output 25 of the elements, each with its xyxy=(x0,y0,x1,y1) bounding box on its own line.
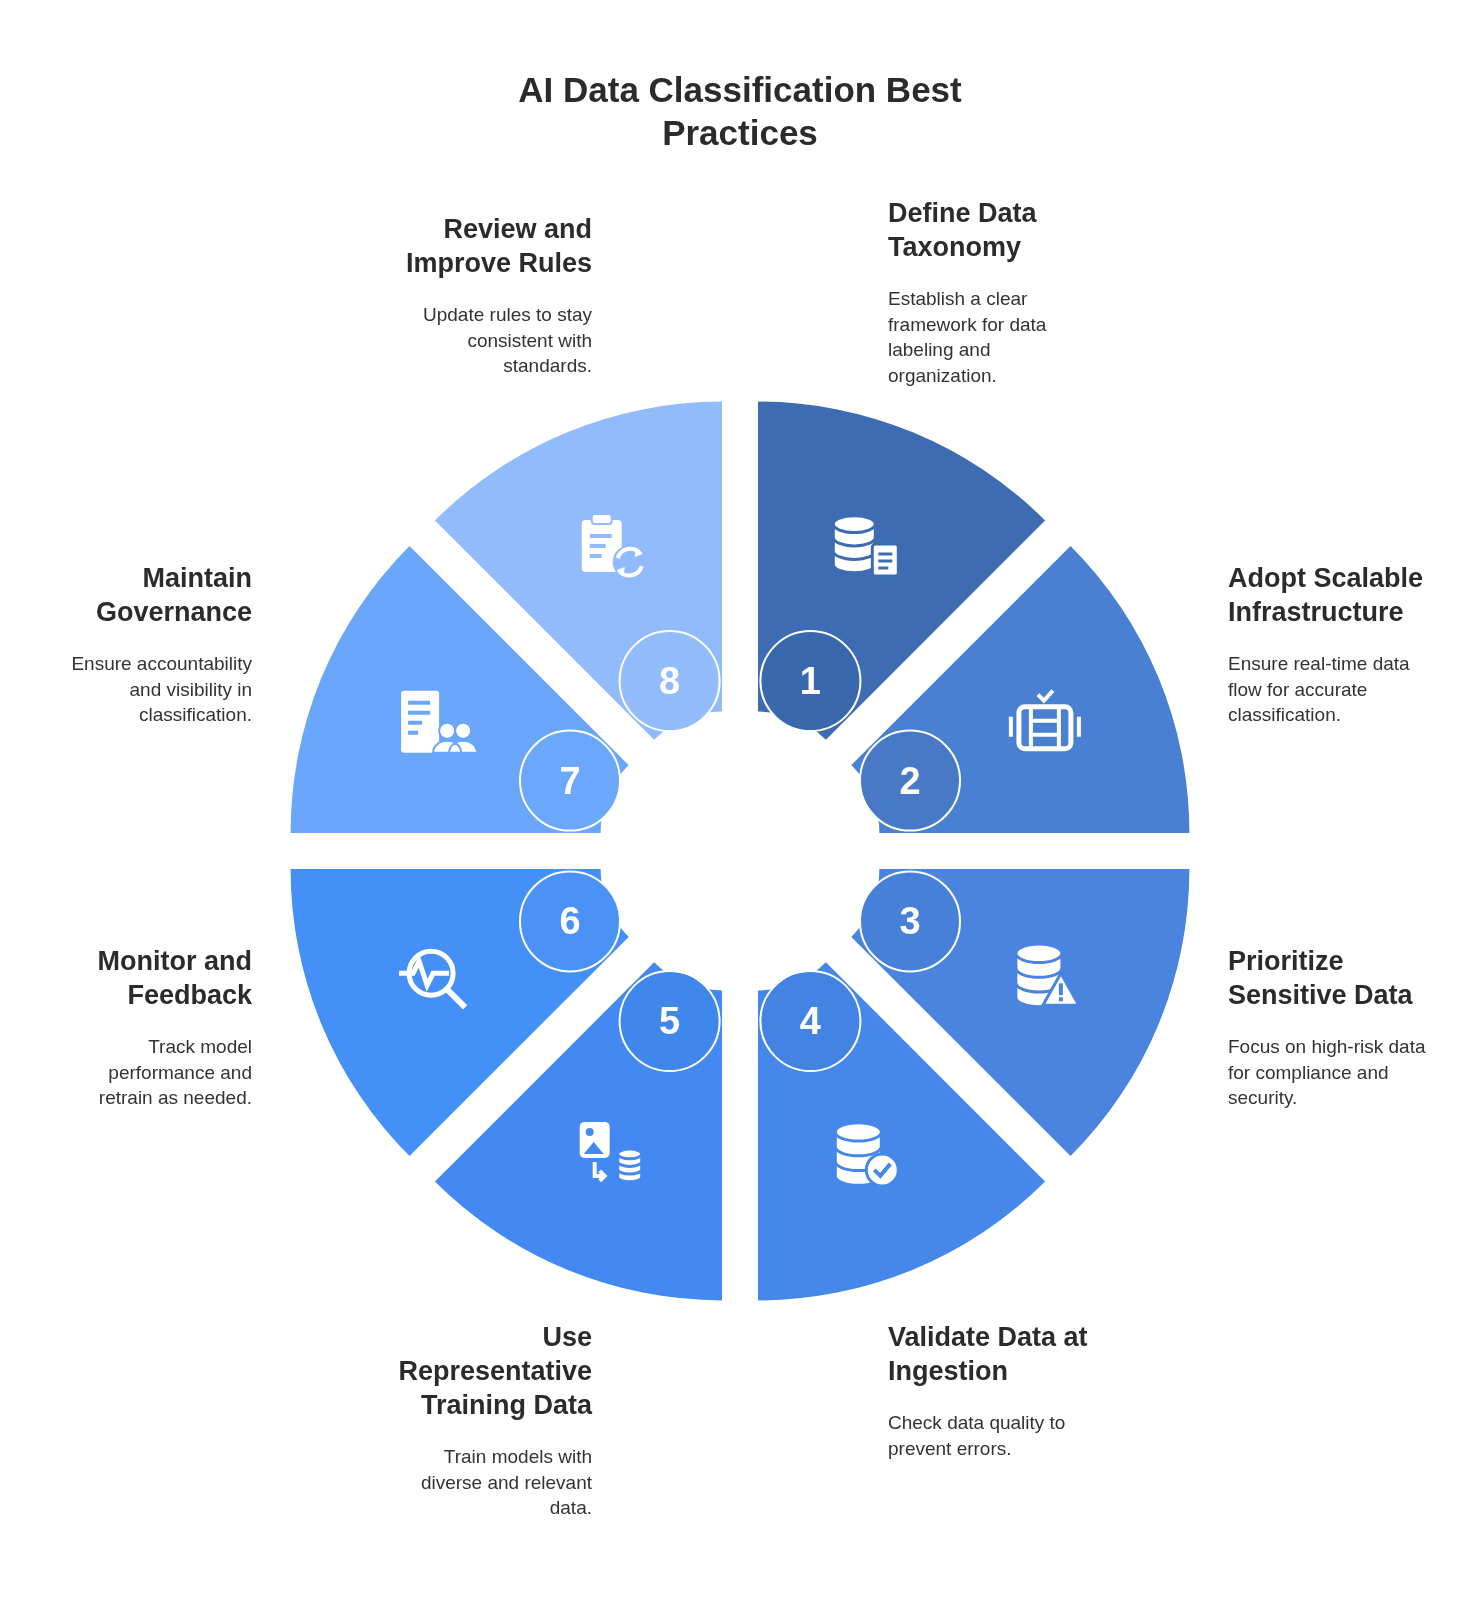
step-description: Update rules to stay consistent with standards. xyxy=(422,303,592,378)
step-description: Ensure accountability and visibility in classification. xyxy=(70,652,252,727)
step-heading: Monitor and Feedback xyxy=(96,945,252,1012)
step-number: 6 xyxy=(559,900,581,943)
step-heading: Define Data Taxonomy xyxy=(888,197,1038,264)
step-number: 1 xyxy=(799,660,821,702)
step-heading: Review and Improve Rules xyxy=(404,213,592,280)
step-number: 7 xyxy=(559,759,581,802)
step-heading: Maintain Governance xyxy=(94,562,252,629)
step-number: 2 xyxy=(899,759,921,802)
step-description: Track model performance and retrain as needed. xyxy=(97,1035,252,1110)
step-number: 8 xyxy=(659,660,681,702)
step-description: Ensure real-time data flow for accurate classification. xyxy=(1228,652,1411,727)
step-heading: Adopt Scalable Infrastructure xyxy=(1228,562,1425,629)
step-heading: Use Representative Training Data xyxy=(397,1321,592,1422)
step-description: Check data quality to prevent errors. xyxy=(888,1411,1067,1461)
step-number: 3 xyxy=(899,900,921,943)
step-heading: Prioritize Sensitive Data xyxy=(1228,945,1414,1012)
step-heading: Validate Data at Ingestion xyxy=(888,1321,1089,1388)
step-description: Focus on high-risk data for compliance and security. xyxy=(1228,1035,1427,1110)
step-number: 4 xyxy=(799,1000,821,1042)
diagram-title: AI Data Classification Best Practices xyxy=(517,69,963,154)
step-number: 5 xyxy=(659,1000,681,1042)
step-description: Train models with diverse and relevant data. xyxy=(419,1445,592,1520)
step-description: Establish a clear framework for data labeling and organization. xyxy=(888,287,1048,388)
